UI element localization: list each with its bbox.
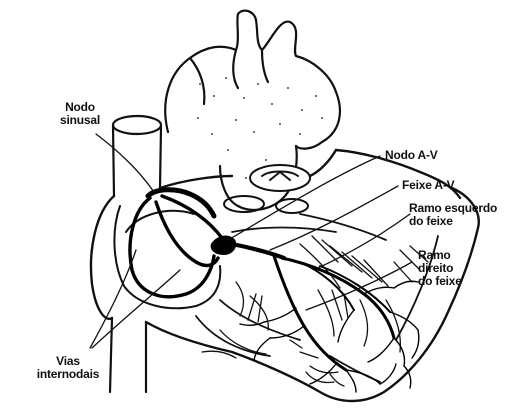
purkinje-fibers	[240, 281, 419, 392]
leader-internodal-a	[90, 250, 136, 348]
label-internodal: Vias internodais	[30, 355, 106, 381]
conduction-system	[130, 190, 419, 392]
label-his-bundle: Feixe A-V	[402, 179, 454, 192]
label-right-branch: Ramo direito do feixe	[418, 249, 462, 288]
label-internodal-line2: internodais	[30, 368, 106, 381]
label-left-branch: Ramo esquerdo do feixe	[409, 202, 497, 228]
vena-cava	[110, 116, 161, 392]
internodal-anterior	[130, 198, 214, 297]
label-sa-node: Nodo sinusal	[52, 101, 108, 127]
label-left-branch-line2: do feixe	[409, 215, 497, 228]
label-sa-node-line2: sinusal	[52, 114, 108, 127]
leader-sa-node	[96, 134, 154, 192]
leader-lines	[90, 134, 412, 348]
leader-his-bundle	[270, 186, 398, 250]
label-av-node: Nodo A-V	[385, 149, 438, 162]
bundle-his	[232, 244, 284, 258]
label-right-branch-line3: do feixe	[418, 275, 462, 288]
